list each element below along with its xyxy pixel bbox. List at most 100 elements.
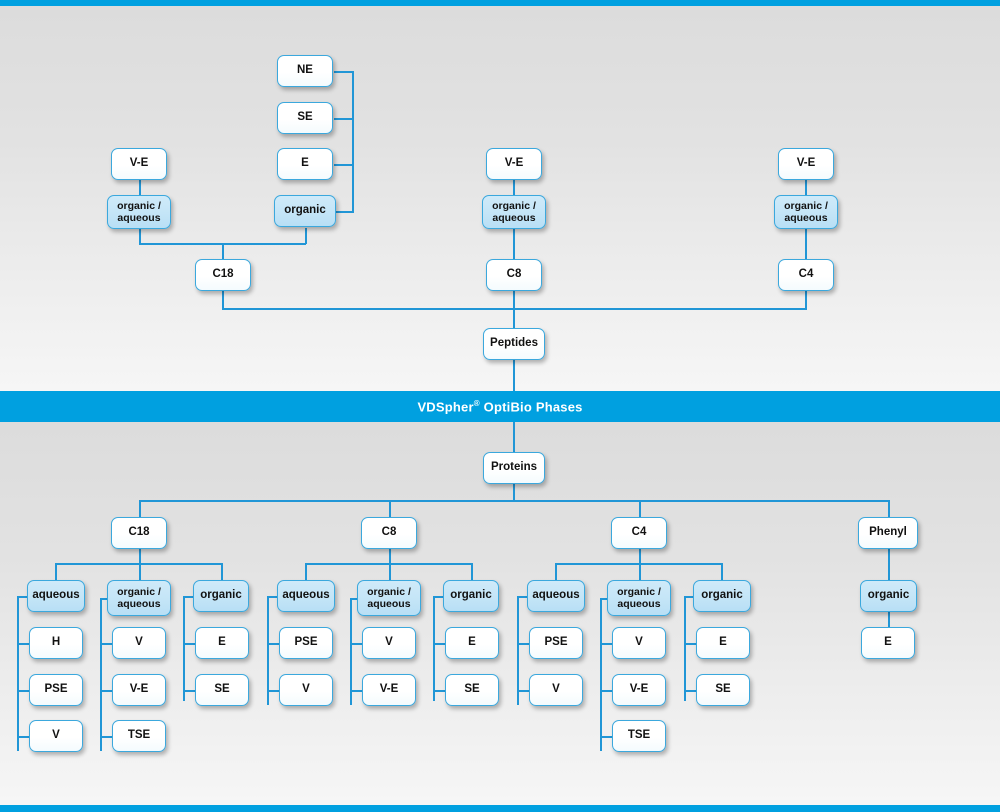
node-label: E <box>719 636 727 649</box>
node-label: Peptides <box>490 337 538 350</box>
connector-c8-organic-stub-2 <box>433 690 445 692</box>
node-label: E <box>218 636 226 649</box>
node-proteins-c4-mode-organic-aqueous[interactable]: organic / aqueous <box>607 580 671 616</box>
connector-c4-organic-bus <box>684 596 686 701</box>
connector-c18-se-stub <box>334 118 354 120</box>
node-proteins-c8-aqueous-child-v[interactable]: V <box>279 674 333 706</box>
node-peptides-c18-organic-child-ne[interactable]: NE <box>277 55 333 87</box>
node-peptides-c8-mode-organic-aqueous[interactable]: organic / aqueous <box>482 195 546 229</box>
node-label-line1: organic / <box>784 199 828 212</box>
node-proteins-c4-oaq-child-tse[interactable]: TSE <box>612 720 666 752</box>
connector-phenyl-organic-to-e <box>888 612 890 628</box>
node-proteins-c4-oaq-child-ve[interactable]: V-E <box>612 674 666 706</box>
connector-c4-oaq-head <box>600 598 609 600</box>
node-proteins-c8-mode-organic[interactable]: organic <box>443 580 499 612</box>
node-proteins-c18-mode-organic-aqueous[interactable]: organic / aqueous <box>107 580 171 616</box>
node-proteins-c18-aqueous-child-h[interactable]: H <box>29 627 83 659</box>
node-peptides-c18-mode-organic[interactable]: organic <box>274 195 336 227</box>
node-proteins-c18-oaq-child-v[interactable]: V <box>112 627 166 659</box>
connector-c4-organic-stub-1 <box>684 643 696 645</box>
node-label-line2: aqueous <box>367 598 411 610</box>
node-proteins-c4-mode-aqueous[interactable]: aqueous <box>527 580 585 612</box>
connector-c8-mode-bar <box>305 563 472 565</box>
connector-c18-aqueous-stub-2 <box>17 690 29 692</box>
node-peptides-c18-organic-child-e[interactable]: E <box>277 148 333 180</box>
node-label: organic / aqueous <box>367 586 411 611</box>
node-proteins-c8-organic-child-e[interactable]: E <box>445 627 499 659</box>
brand-banner: VDSpher® OptiBio Phases <box>0 391 1000 422</box>
node-peptides-phase-c18[interactable]: C18 <box>195 259 251 291</box>
node-proteins-c18-oaq-child-ve[interactable]: V-E <box>112 674 166 706</box>
connector-c18-aqueous-head <box>17 596 29 598</box>
node-label-line1: organic / <box>617 585 661 598</box>
connector-c18-merge-to-node <box>222 243 224 260</box>
connector-c18-aqueous-stub-3 <box>17 736 29 738</box>
node-proteins-phenyl-organic-child-e[interactable]: E <box>861 627 915 659</box>
node-proteins-root[interactable]: Proteins <box>483 452 545 484</box>
node-label: C4 <box>798 268 814 281</box>
node-proteins-c18-aqueous-child-pse[interactable]: PSE <box>29 674 83 706</box>
connector-c8-organic-head <box>433 596 445 598</box>
node-label: V-E <box>629 683 649 696</box>
node-peptides-c4-mode-organic-aqueous[interactable]: organic / aqueous <box>774 195 838 229</box>
node-proteins-phase-c4[interactable]: C4 <box>611 517 667 549</box>
connector-peptides-drop <box>513 291 515 329</box>
bottom-accent-rule <box>0 805 1000 812</box>
node-proteins-c4-organic-child-se[interactable]: SE <box>696 674 750 706</box>
node-label: H <box>51 636 61 649</box>
brand-suffix: OptiBio Phases <box>479 399 583 415</box>
node-proteins-phase-c18[interactable]: C18 <box>111 517 167 549</box>
connector-c18-oaq-head <box>100 598 109 600</box>
connector-c8-aqueous-stub-1 <box>267 643 279 645</box>
node-proteins-phase-c8[interactable]: C8 <box>361 517 417 549</box>
connector-c18-oaq-down <box>139 228 141 244</box>
node-peptides-c18-organic-child-se[interactable]: SE <box>277 102 333 134</box>
node-label: organic <box>200 589 242 602</box>
node-label-line2: aqueous <box>492 212 536 224</box>
node-proteins-c18-organic-child-e[interactable]: E <box>195 627 249 659</box>
node-proteins-c18-oaq-child-tse[interactable]: TSE <box>112 720 166 752</box>
node-peptides-c4-oaq-child-ve[interactable]: V-E <box>778 148 834 180</box>
node-proteins-c4-aqueous-child-v[interactable]: V <box>529 674 583 706</box>
node-proteins-c18-aqueous-child-v[interactable]: V <box>29 720 83 752</box>
node-label: organic / aqueous <box>784 200 828 225</box>
node-label-line1: organic / <box>367 585 411 598</box>
node-label: organic / aqueous <box>117 586 161 611</box>
connector-c8-ve-to-oaq <box>513 180 515 195</box>
node-peptides-c18-oaq-child-ve[interactable]: V-E <box>111 148 167 180</box>
node-label: Phenyl <box>869 526 907 539</box>
node-proteins-c4-organic-child-e[interactable]: E <box>696 627 750 659</box>
connector-c18-aqueous-bus <box>17 596 19 751</box>
connector-c18-ve-to-oaq <box>139 180 141 195</box>
node-proteins-c4-oaq-child-v[interactable]: V <box>612 627 666 659</box>
node-peptides-phase-c4[interactable]: C4 <box>778 259 834 291</box>
node-proteins-c8-oaq-child-v[interactable]: V <box>362 627 416 659</box>
node-proteins-c8-mode-aqueous[interactable]: aqueous <box>277 580 335 612</box>
node-proteins-c8-oaq-child-ve[interactable]: V-E <box>362 674 416 706</box>
connector-c18-e-stub <box>334 164 354 166</box>
node-proteins-phenyl-mode-organic[interactable]: organic <box>860 580 917 612</box>
node-proteins-c8-aqueous-child-pse[interactable]: PSE <box>279 627 333 659</box>
node-proteins-c8-organic-child-se[interactable]: SE <box>445 674 499 706</box>
node-label: V-E <box>379 683 399 696</box>
node-peptides-root[interactable]: Peptides <box>483 328 545 360</box>
connector-c8-oaq-stub-1 <box>350 643 363 645</box>
node-proteins-phase-phenyl[interactable]: Phenyl <box>858 517 918 549</box>
node-proteins-c18-organic-child-se[interactable]: SE <box>195 674 249 706</box>
node-peptides-c18-mode-organic-aqueous[interactable]: organic / aqueous <box>107 195 171 229</box>
connector-c4-oaq-bus <box>600 598 602 751</box>
node-label: organic <box>701 589 743 602</box>
node-proteins-c4-mode-organic[interactable]: organic <box>693 580 751 612</box>
node-peptides-c8-oaq-child-ve[interactable]: V-E <box>486 148 542 180</box>
registered-mark: ® <box>473 398 480 408</box>
connector-c18-organic-bus <box>352 71 354 211</box>
node-proteins-c18-mode-aqueous[interactable]: aqueous <box>27 580 85 612</box>
node-peptides-phase-c8[interactable]: C8 <box>486 259 542 291</box>
connector-c8-to-organic-aqueous <box>389 563 391 580</box>
connector-c18-oaq-stub-1 <box>100 643 113 645</box>
node-proteins-c4-aqueous-child-pse[interactable]: PSE <box>529 627 583 659</box>
connector-c18-organic-stub <box>334 211 354 213</box>
node-proteins-c8-mode-organic-aqueous[interactable]: organic / aqueous <box>357 580 421 616</box>
connector-c18-oaq-stub-2 <box>100 690 113 692</box>
node-proteins-c18-mode-organic[interactable]: organic <box>193 580 249 612</box>
